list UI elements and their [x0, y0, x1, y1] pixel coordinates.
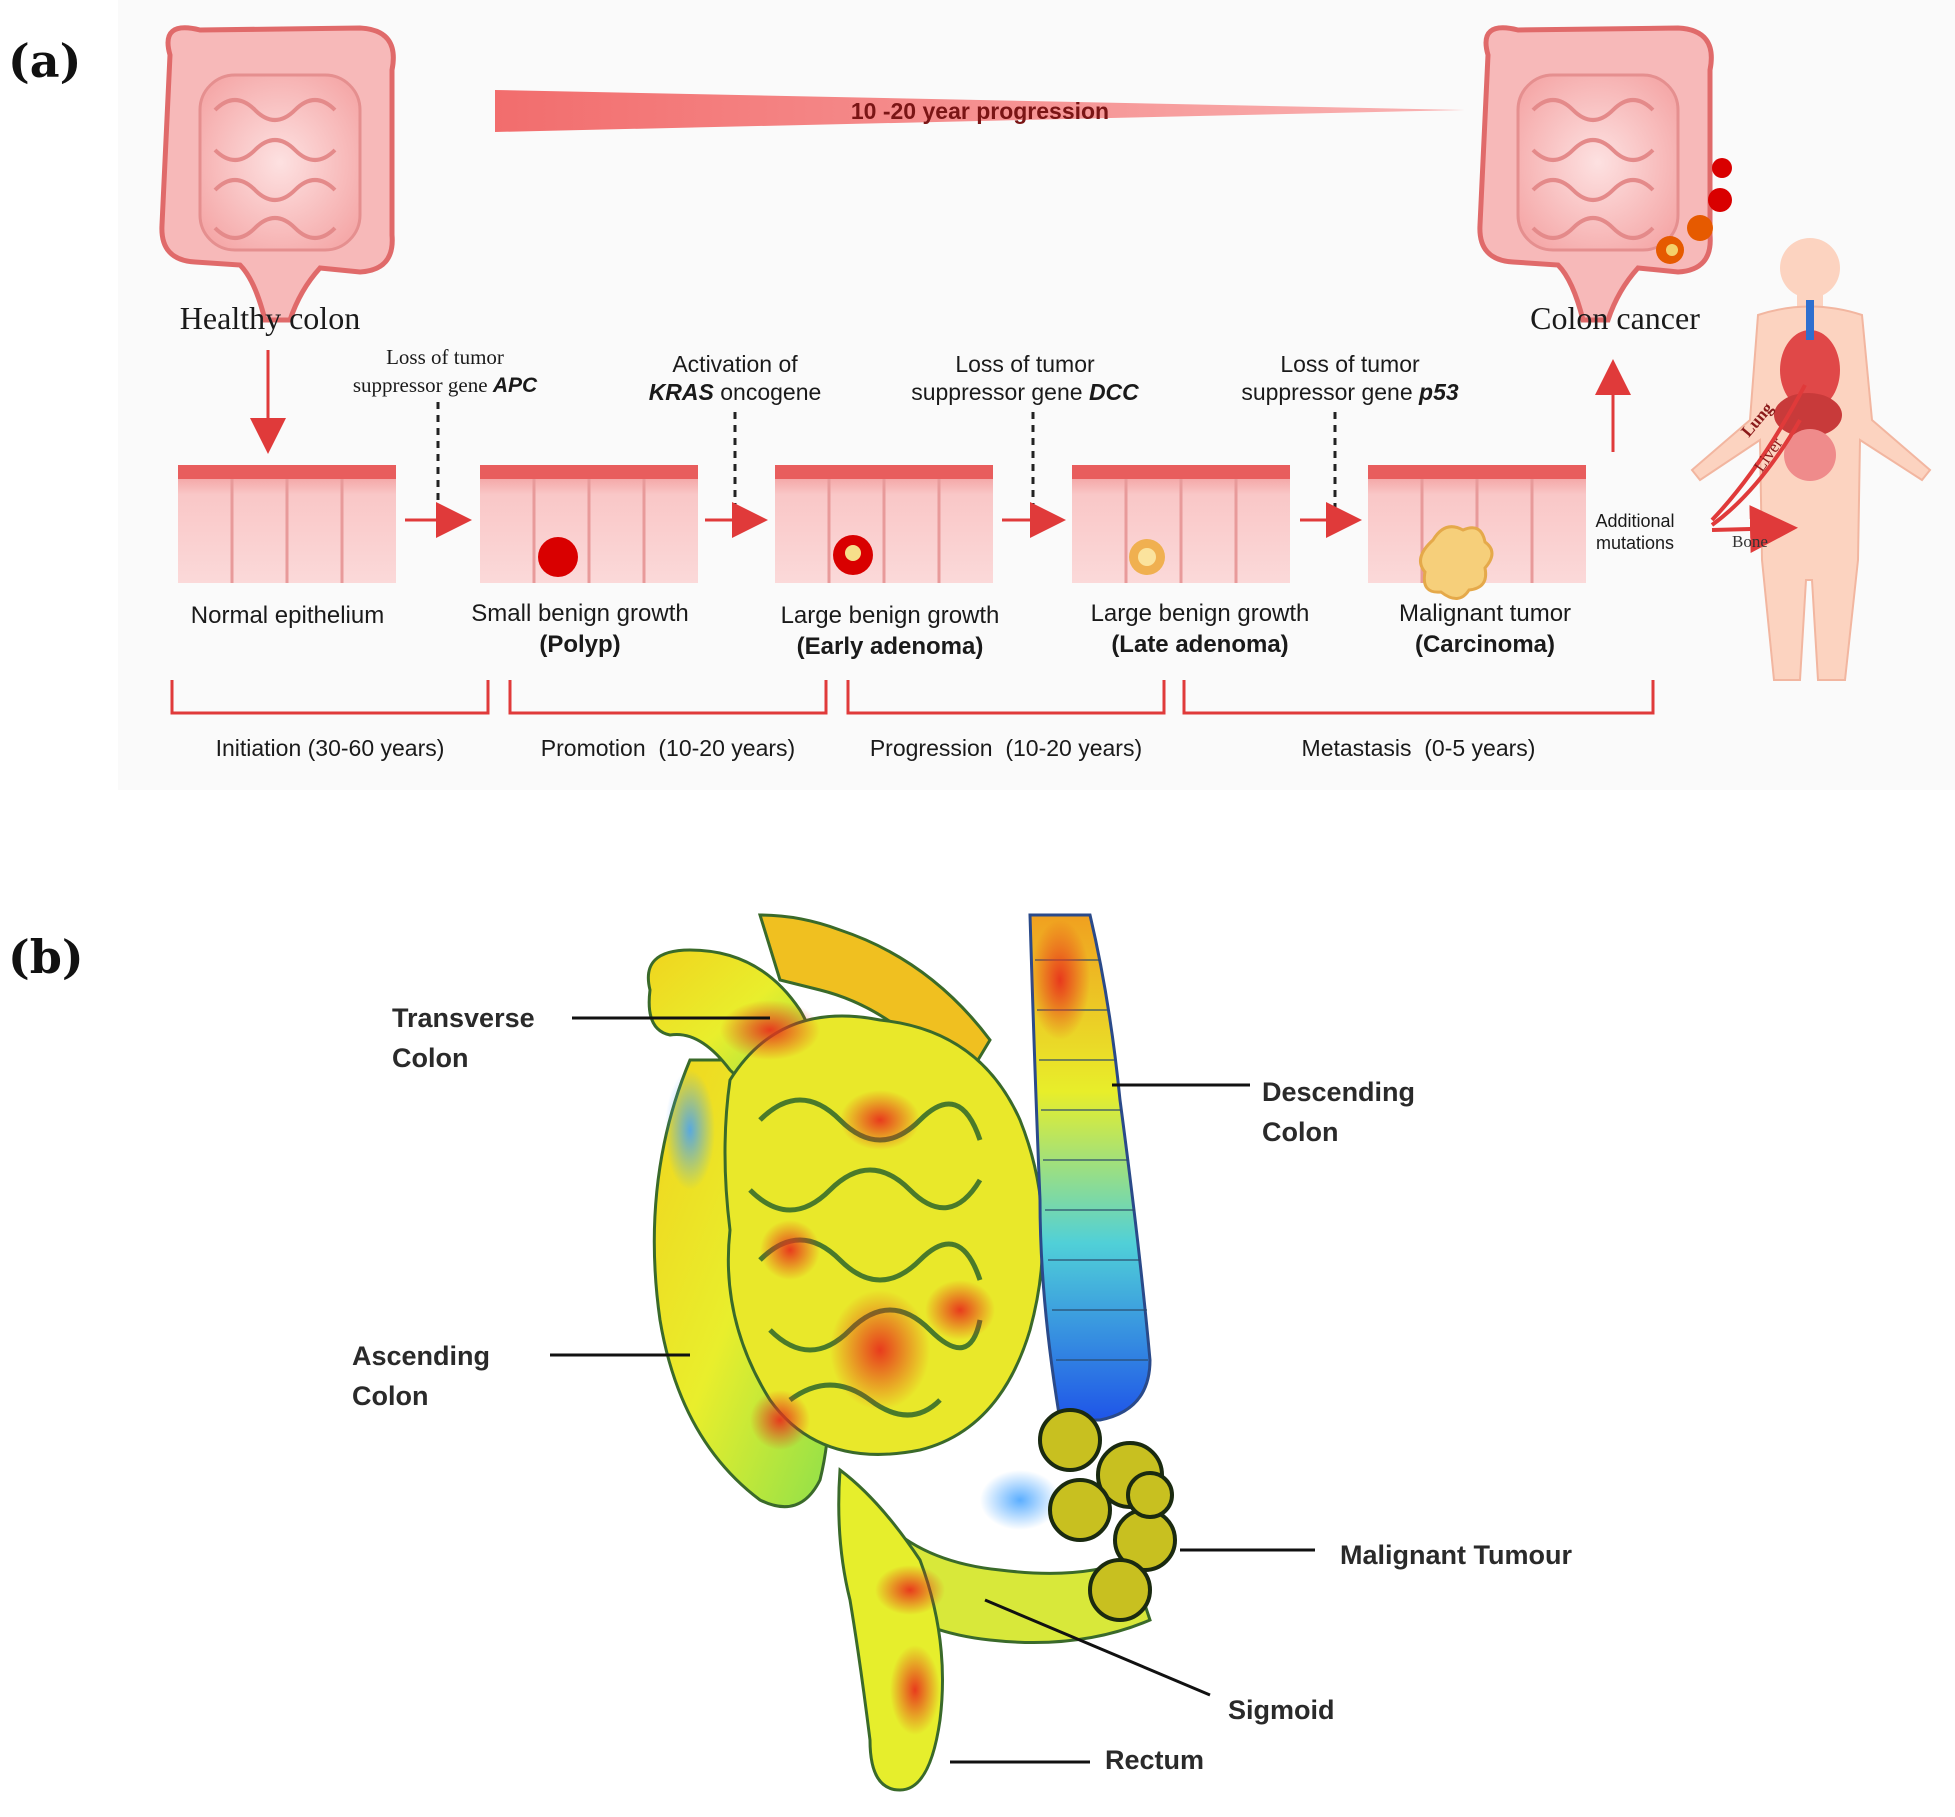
label-ascending-colon: Ascending Colon	[352, 1341, 491, 1411]
phase-label-initiation: Initiation (30-60 years)	[215, 735, 445, 761]
stage-label-normal: Normal epithelium	[190, 602, 385, 629]
tissue-block-carcinoma	[1368, 465, 1586, 600]
progression-banner	[495, 90, 1465, 132]
progression-banner-label: 10 -20 year progression	[850, 98, 1110, 124]
tissue-block-early-adenoma	[775, 465, 993, 583]
label-transverse-colon: Transverse Colon	[392, 1003, 535, 1073]
label-sigmoid: Sigmoid	[1228, 1695, 1335, 1725]
mutation-label-p53: Loss of tumor suppressor gene p53	[1241, 351, 1459, 405]
mutation-label-dcc: Loss of tumor suppressor gene DCC	[911, 351, 1139, 405]
organ-label-bone: Bone	[1732, 532, 1768, 551]
colon-cancer-label: Colon cancer	[1530, 300, 1700, 336]
colon-cancer-illustration	[1477, 25, 1732, 323]
panel-a-letter: (a)	[8, 34, 82, 88]
panel-b-letter: (b)	[8, 930, 84, 984]
label-descending-colon: Descending Colon	[1262, 1077, 1416, 1147]
tissue-blocks	[178, 465, 1586, 600]
panel-a-graphics	[118, 0, 1955, 790]
phase-label-progression: Progression (10-20 years)	[869, 735, 1143, 761]
stage-label-polyp: Small benign growth(Polyp)	[471, 600, 689, 658]
human-body-figure	[1690, 238, 1932, 681]
phase-label-promotion: Promotion (10-20 years)	[540, 735, 796, 761]
healthy-colon-label: Healthy colon	[179, 300, 361, 336]
phase-label-metastasis: Metastasis (0-5 years)	[1301, 735, 1536, 761]
tissue-block-normal	[178, 465, 396, 583]
mutation-dashed-lines	[436, 402, 1337, 520]
label-malignant-tumour: Malignant Tumour	[1340, 1540, 1572, 1570]
mutation-label-kras: Activation of KRAS oncogene	[648, 351, 822, 405]
phase-brackets	[170, 680, 1655, 715]
additional-mutations-label: Additional mutations	[1595, 511, 1675, 553]
label-rectum: Rectum	[1105, 1745, 1205, 1775]
stage-label-early-adenoma: Large benign growth(Early adenoma)	[780, 602, 1000, 660]
carcinoma-tumor	[1419, 525, 1494, 600]
polyp-tumor	[538, 537, 578, 577]
healthy-colon-illustration	[159, 25, 396, 323]
stage-label-carcinoma: Malignant tumor(Carcinoma)	[1398, 600, 1572, 658]
tissue-block-polyp	[480, 465, 698, 583]
malignant-tumour-cluster	[1038, 1408, 1177, 1622]
tissue-block-late-adenoma	[1072, 465, 1290, 583]
mutation-label-apc: Loss of tumor suppressor gene APC	[352, 345, 538, 397]
label-leader-lines	[550, 1016, 1315, 1764]
stage-label-late-adenoma: Large benign growth(Late adenoma)	[1090, 600, 1310, 658]
